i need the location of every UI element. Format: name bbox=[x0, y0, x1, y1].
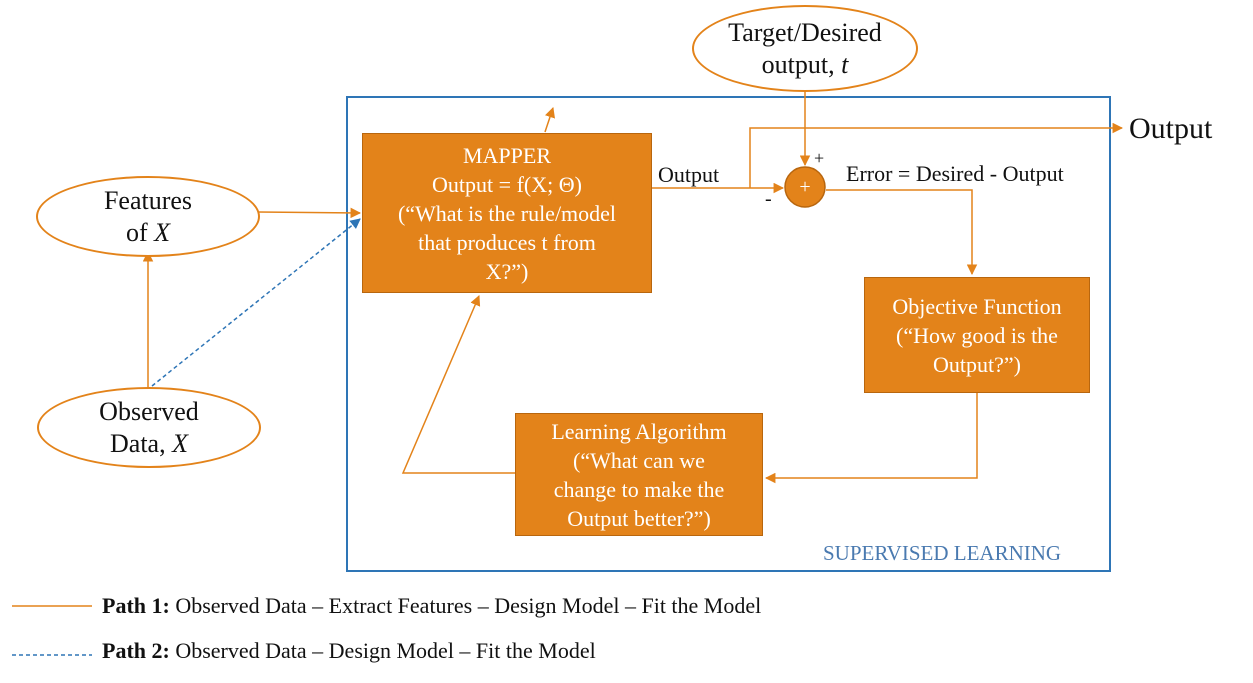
learning-line1: Learning Algorithm bbox=[551, 418, 727, 444]
legend-path-1-title: Path 1: bbox=[102, 593, 170, 618]
supervised-learning-container bbox=[346, 96, 1111, 572]
arrow-mapper-up bbox=[544, 107, 555, 133]
final-output-label: Output bbox=[1129, 112, 1213, 145]
target-var: t bbox=[841, 49, 849, 79]
legend-path-1-text: Observed Data – Extract Features – Desig… bbox=[169, 593, 762, 618]
arrow-features-to-mapper bbox=[257, 207, 362, 219]
features-line2: of X bbox=[126, 217, 170, 249]
minus-sign-label: - bbox=[765, 188, 772, 210]
observed-line2: Data, X bbox=[110, 428, 188, 460]
features-var: X bbox=[154, 217, 171, 247]
mapper-output-label: Output bbox=[658, 162, 720, 187]
sum-junction bbox=[784, 166, 826, 208]
observed-data-node: Observed Data, X bbox=[37, 387, 261, 468]
observed-line2-prefix: Data, bbox=[110, 428, 173, 458]
arrow-objective-to-learning bbox=[764, 393, 978, 484]
arrow-to-final-output bbox=[749, 122, 1124, 188]
mapper-line1: (“What is the rule/model bbox=[397, 200, 617, 226]
error-label: Error = Desired - Output bbox=[846, 161, 1064, 186]
objective-function-box: Objective Function (“How good is the Out… bbox=[864, 277, 1090, 393]
mapper-box: MAPPER Output = f(X; Θ) (“What is the ru… bbox=[362, 133, 652, 293]
mapper-line2: that produces t from bbox=[418, 229, 596, 255]
mapper-formula: Output = f(X; Θ) bbox=[432, 171, 582, 197]
legend-path-2-text: Observed Data – Design Model – Fit the M… bbox=[169, 638, 596, 663]
learning-line3: change to make the bbox=[553, 476, 725, 502]
observed-var: X bbox=[172, 428, 188, 458]
arrow-observed-to-mapper-dashed bbox=[151, 218, 361, 387]
target-line2: output, t bbox=[762, 49, 849, 81]
learning-algorithm-box: Learning Algorithm (“What can we change … bbox=[515, 413, 763, 536]
features-line1: Features bbox=[103, 185, 193, 215]
legend-path-2: Path 2: Observed Data – Design Model – F… bbox=[102, 638, 596, 664]
legend-path-2-title: Path 2: bbox=[102, 638, 170, 663]
target-output-node: Target/Desired output, t bbox=[692, 5, 918, 92]
plus-sign-label: + bbox=[814, 148, 825, 168]
features-line2-prefix: of bbox=[125, 217, 155, 247]
legend-path-1: Path 1: Observed Data – Extract Features… bbox=[102, 593, 761, 619]
mapper-line3: X?”) bbox=[485, 258, 529, 284]
learning-line2: (“What can we bbox=[573, 447, 705, 473]
target-line2-prefix: output, bbox=[761, 49, 842, 79]
target-line1: Target/Desired bbox=[728, 17, 882, 47]
learning-line4: Output better?”) bbox=[567, 505, 711, 531]
container-label: SUPERVISED LEARNING bbox=[823, 541, 1062, 565]
observed-line1: Observed bbox=[99, 396, 199, 426]
arrow-sum-to-objective bbox=[826, 189, 978, 276]
arrow-learning-to-mapper bbox=[401, 295, 516, 474]
sum-symbol: + bbox=[799, 176, 811, 198]
objective-line2: (“How good is the bbox=[896, 322, 1058, 348]
objective-line1: Objective Function bbox=[892, 293, 1062, 319]
mapper-title: MAPPER bbox=[462, 142, 552, 168]
objective-line3: Output?”) bbox=[933, 351, 1021, 377]
features-node: Features of X bbox=[36, 176, 260, 257]
